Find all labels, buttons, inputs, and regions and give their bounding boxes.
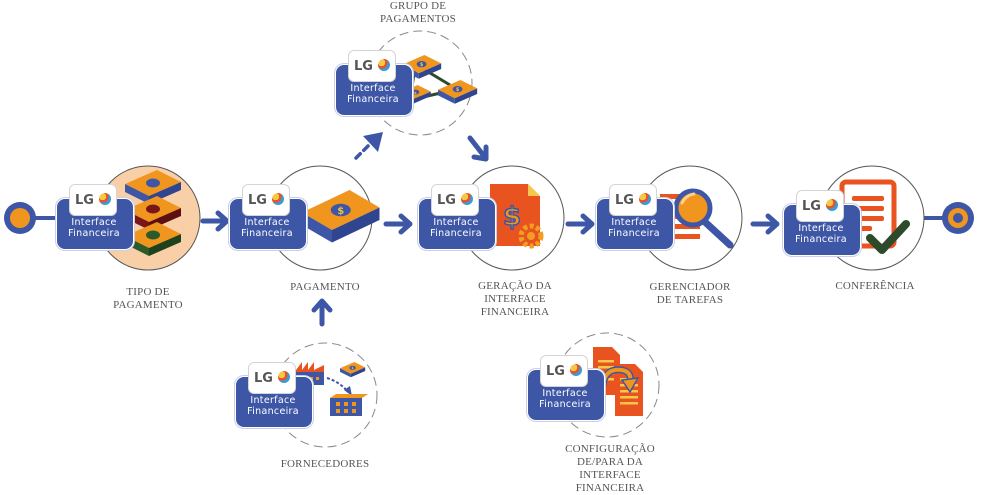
arrow-tipo-to-pagamento xyxy=(200,210,230,232)
start-node xyxy=(4,202,58,234)
lg-logo-icon: LG xyxy=(242,184,290,216)
label-fornecedores: FORNECEDORES xyxy=(280,458,370,470)
label-tipo-pagamento: TIPO DE PAGAMENTO xyxy=(113,286,183,311)
lg-logo-icon: LG xyxy=(540,355,588,387)
label-conferencia: CONFERÊNCIA xyxy=(835,280,915,292)
label-gerenciador-tarefas: GERENCIADOR DE TAREFAS xyxy=(649,281,731,306)
stacked-money-icon xyxy=(125,170,181,256)
lg-logo-icon: LG xyxy=(431,184,479,216)
lg-logo-icon: LG xyxy=(248,362,296,394)
arrow-grupo-to-geracao xyxy=(467,135,489,162)
document-dollar-gear-icon: $ xyxy=(490,184,544,249)
svg-text:$: $ xyxy=(337,206,344,217)
arrow-gerenciador-to-conferencia xyxy=(750,213,780,235)
start-circle-inner xyxy=(10,208,30,228)
lg-logo-icon: LG xyxy=(609,184,657,216)
arrow-geracao-to-gerenciador xyxy=(565,213,595,235)
svg-text:$: $ xyxy=(503,202,521,232)
documents-sync-icon xyxy=(593,347,643,416)
label-geracao-interface: GERAÇÃO DA INTERFACE FINANCEIRA xyxy=(478,280,552,318)
label-pagamento: PAGAMENTO xyxy=(290,281,360,293)
magnifier-list-icon xyxy=(660,188,734,249)
lg-logo-icon: LG xyxy=(348,50,396,82)
label-grupo-pagamentos: GRUPO DE PAGAMENTOS xyxy=(380,0,456,25)
end-node xyxy=(895,202,974,234)
money-stack-icon: $ xyxy=(302,190,380,243)
lg-logo-icon: LG xyxy=(69,184,117,216)
end-circle-center xyxy=(953,213,963,223)
arrow-pagamento-to-geracao xyxy=(383,213,413,235)
label-configuracao-depara: CONFIGURAÇÃO DE/PARA DA INTERFACE FINANC… xyxy=(565,443,655,494)
arrow-pagamento-to-grupo-dashed xyxy=(354,132,383,160)
lg-logo-icon: LG xyxy=(796,190,844,222)
arrow-fornecedores-to-pagamento xyxy=(311,298,333,327)
